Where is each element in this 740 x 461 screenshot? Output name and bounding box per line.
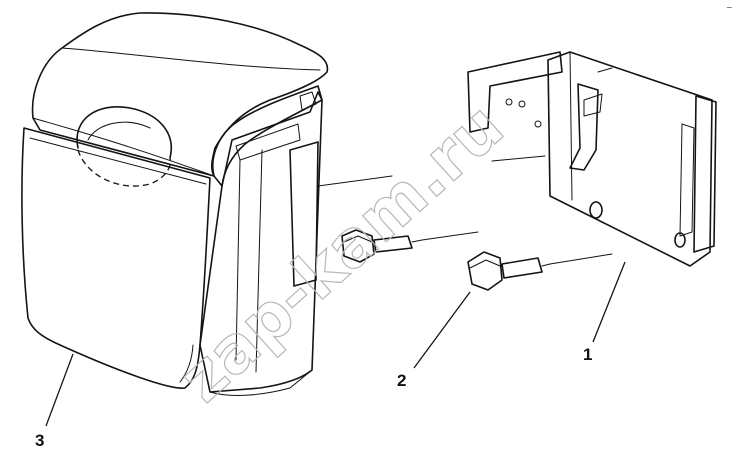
corner-mark: ~	[726, 3, 733, 12]
leader-1	[592, 261, 626, 343]
cover-housing	[21, 12, 329, 396]
hex-bolt-lower	[467, 251, 551, 291]
callout-label-2: 2	[397, 371, 406, 390]
callout-label-3: 3	[35, 431, 44, 450]
hex-bolt-upper	[341, 229, 423, 263]
watermark: zap-kam.ru	[166, 90, 518, 417]
assembly-line-bolt-upper	[421, 231, 479, 241]
assembly-line-housing-2	[491, 155, 546, 162]
leader-2	[413, 291, 471, 369]
assembly-line-housing	[317, 175, 393, 187]
callout-label-1: 1	[583, 345, 592, 364]
mounting-bracket	[467, 51, 717, 267]
leader-3	[45, 353, 74, 427]
assembly-line-bolt-lower	[549, 253, 613, 265]
